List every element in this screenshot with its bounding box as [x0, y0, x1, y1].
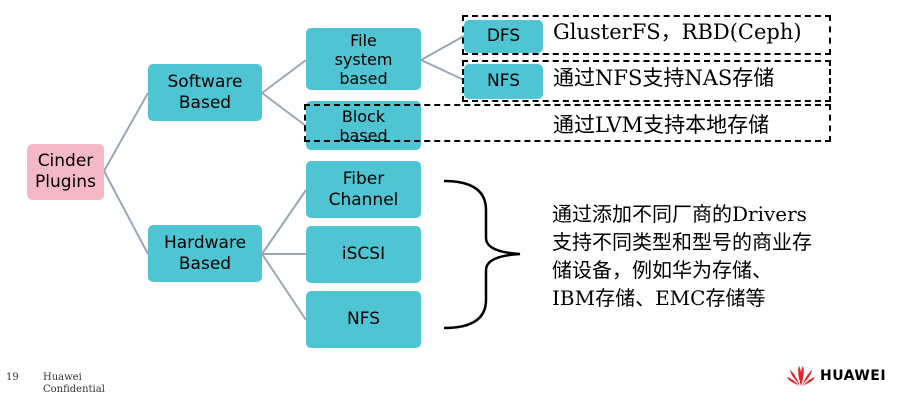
hardware-based-label: Hardware Based: [163, 232, 247, 274]
node-software-based: Software Based: [148, 64, 262, 121]
connector-file-nfs: [420, 59, 465, 81]
node-hardware-based: Hardware Based: [148, 225, 262, 282]
block-based-label: Block based: [339, 106, 388, 145]
dashed-box-nfs: [462, 60, 831, 102]
annotation-nfs: 通过NFS支持NAS存储: [553, 66, 775, 90]
connector-root-software: [103, 92, 149, 172]
huawei-logo: HUAWEI: [786, 365, 886, 387]
page-number: 19: [6, 372, 19, 383]
node-nfs-file: NFS: [464, 64, 543, 99]
root-node-label: Cinder Plugins: [35, 151, 96, 192]
node-fiber-channel: Fiber Channel: [306, 161, 421, 218]
file-system-based-label: File system based: [334, 30, 393, 88]
node-dfs: DFS: [464, 20, 543, 53]
connector-hardware-fc: [261, 189, 307, 255]
node-file-system-based: File system based: [306, 28, 421, 90]
connector-hardware-nfs: [261, 253, 307, 321]
annotation-hardware-drivers: 通过添加不同厂商的Drivers 支持不同类型和型号的商业存 储设备，例如华为存…: [552, 202, 812, 310]
annotation-block: 通过LVM支持本地存储: [553, 113, 770, 137]
connector-file-dfs: [420, 35, 465, 61]
nfs-hardware-label: NFS: [347, 309, 380, 329]
huawei-petal-logo-icon: [787, 366, 815, 386]
connector-root-hardware: [103, 170, 149, 255]
footer-confidential: Confidential: [43, 384, 105, 395]
nfs-file-label: NFS: [487, 71, 520, 91]
annotation-dfs: GlusterFS，RBD(Ceph): [553, 20, 802, 44]
fiber-channel-label: Fiber Channel: [328, 168, 399, 210]
root-node-cinder-plugins: Cinder Plugins: [27, 144, 104, 200]
dashed-box-block: [304, 104, 831, 142]
connector-software-file: [261, 59, 307, 94]
dashed-box-dfs: [462, 15, 831, 55]
huawei-logo-text: HUAWEI: [820, 368, 887, 384]
iscsi-label: iSCSI: [341, 244, 386, 264]
connector-software-block: [261, 92, 307, 127]
node-nfs-hardware: NFS: [306, 291, 421, 348]
software-based-label: Software Based: [167, 71, 243, 113]
curly-brace: [443, 179, 521, 330]
node-iscsi: iSCSI: [306, 226, 421, 283]
footer-company: Huawei: [43, 372, 82, 383]
dfs-label: DFS: [486, 26, 521, 46]
